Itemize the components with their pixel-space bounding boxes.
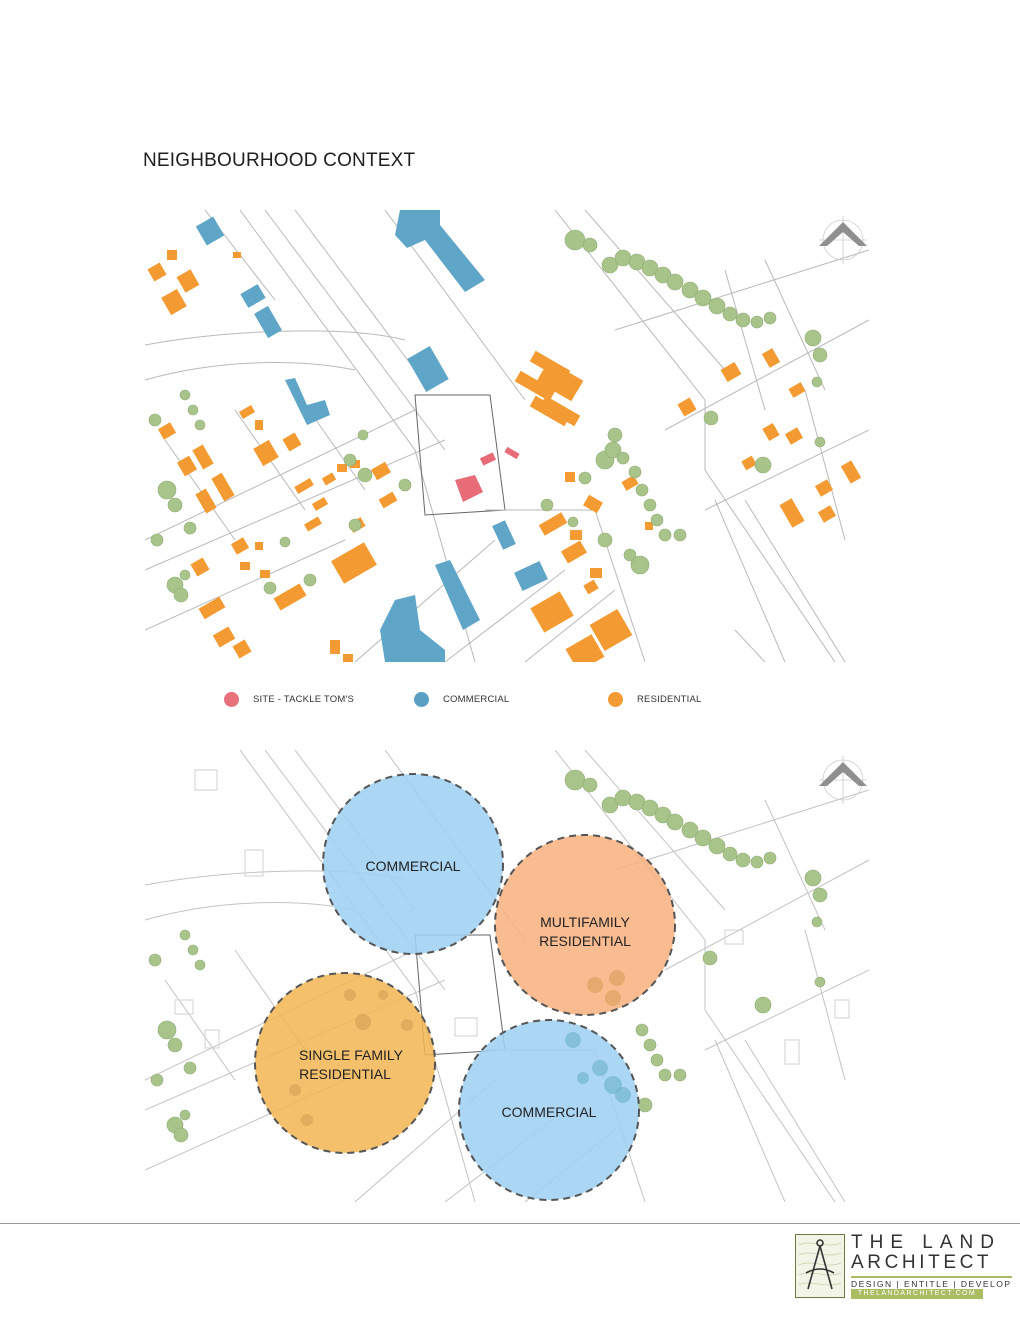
zone-label-commercial-north: COMMERCIAL <box>366 858 461 874</box>
zone-label-multifamily-line1: MULTIFAMILY <box>540 914 630 930</box>
zone-single-family-residential <box>254 972 436 1154</box>
legend-label-commercial: COMMERCIAL <box>443 694 510 705</box>
logo-url: THELANDARCHITECT.COM <box>851 1289 983 1299</box>
zone-label-single-family-line2: RESIDENTIAL <box>299 1066 391 1082</box>
legend-label-site: SITE - TACKLE TOM'S <box>253 694 354 705</box>
logo-name-line1: THE LAND <box>851 1232 1001 1253</box>
zone-label-commercial-south: COMMERCIAL <box>502 1104 597 1120</box>
footer-rule <box>0 1223 1020 1224</box>
legend-item-site: SITE - TACKLE TOM'S <box>224 692 354 707</box>
company-logo: THE LAND ARCHITECT DESIGN | ENTITLE | DE… <box>795 1232 1012 1300</box>
north-arrow-icon <box>819 216 867 264</box>
logo-name-line2: ARCHITECT <box>851 1252 993 1273</box>
neighbourhood-land-use-map <box>145 210 869 662</box>
logo-tagline: DESIGN | ENTITLE | DEVELOP <box>851 1276 1012 1289</box>
north-arrow-icon <box>819 756 867 804</box>
zone-label-single-family-line1: SINGLE FAMILY <box>299 1047 404 1063</box>
neighbourhood-zones-map: COMMERCIAL MULTIFAMILY RESIDENTIAL SINGL… <box>145 750 869 1202</box>
compass-logo-icon <box>795 1234 845 1298</box>
legend-item-residential: RESIDENTIAL <box>608 692 702 707</box>
legend-dot-site <box>224 692 239 707</box>
legend-dot-residential <box>608 692 623 707</box>
map-legend: SITE - TACKLE TOM'S COMMERCIAL RESIDENTI… <box>0 692 1020 712</box>
legend-item-commercial: COMMERCIAL <box>414 692 509 707</box>
legend-dot-commercial <box>414 692 429 707</box>
legend-label-residential: RESIDENTIAL <box>637 694 702 705</box>
zone-commercial-north <box>322 773 504 955</box>
zone-multifamily-residential <box>494 834 676 1016</box>
zone-label-multifamily-line2: RESIDENTIAL <box>539 933 631 949</box>
page-title: NEIGHBOURHOOD CONTEXT <box>143 150 416 171</box>
